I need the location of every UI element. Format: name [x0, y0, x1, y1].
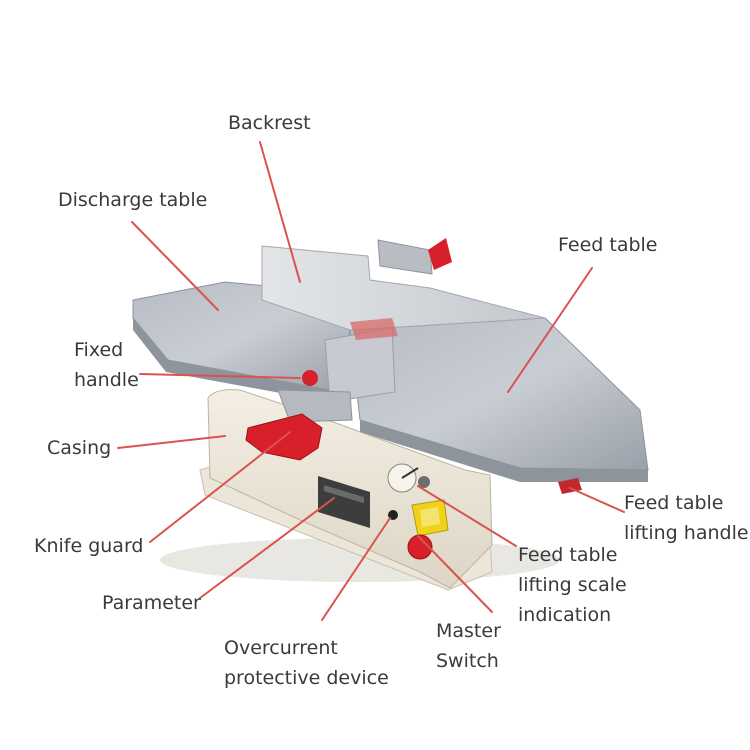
label-parameter: Parameter: [102, 592, 201, 614]
master-switch-green: [420, 507, 440, 527]
leader-parameter: [199, 497, 335, 599]
label-casing: Casing: [47, 437, 112, 459]
leader-lifting-handle: [569, 487, 625, 513]
discharge-table-edge: [133, 318, 340, 404]
label-master-switch: Master Switch: [436, 620, 501, 672]
label-scale-indication: Feed table lifting scale indication: [518, 544, 627, 626]
leader-fixed-handle: [139, 373, 301, 379]
scale-needle: [401, 467, 419, 479]
leader-casing: [117, 435, 226, 449]
scale-knob: [418, 476, 430, 488]
backrest-bracket: [377, 239, 433, 275]
leader-lines: [117, 141, 625, 621]
leader-discharge-table: [131, 221, 219, 311]
label-feed-table: Feed table: [558, 234, 658, 256]
knife-guard-arm: [277, 389, 353, 423]
label-backrest: Backrest: [228, 112, 311, 134]
leader-master-switch: [417, 535, 493, 613]
feed-table-edge: [360, 420, 648, 482]
backrest-fence: [261, 245, 546, 331]
cutter-guard-top: [350, 318, 398, 340]
leader-overcurrent: [321, 517, 391, 621]
label-lifting-handle: Feed table lifting handle: [624, 492, 749, 544]
master-switch-stop: [407, 534, 433, 560]
label-fixed-handle: Fixed handle: [74, 339, 139, 391]
label-overcurrent: Overcurrent protective device: [224, 637, 389, 689]
parameter-plate-strip: [324, 485, 364, 504]
leader-feed-table: [507, 267, 593, 393]
label-knife-guard: Knife guard: [34, 535, 144, 557]
fixed-handle-knob: [302, 370, 318, 386]
leader-knife-guard: [149, 431, 291, 543]
leader-backrest: [259, 141, 301, 283]
label-discharge-table: Discharge table: [58, 189, 208, 211]
backrest-lock-red: [428, 238, 452, 270]
leader-scale: [417, 485, 517, 547]
